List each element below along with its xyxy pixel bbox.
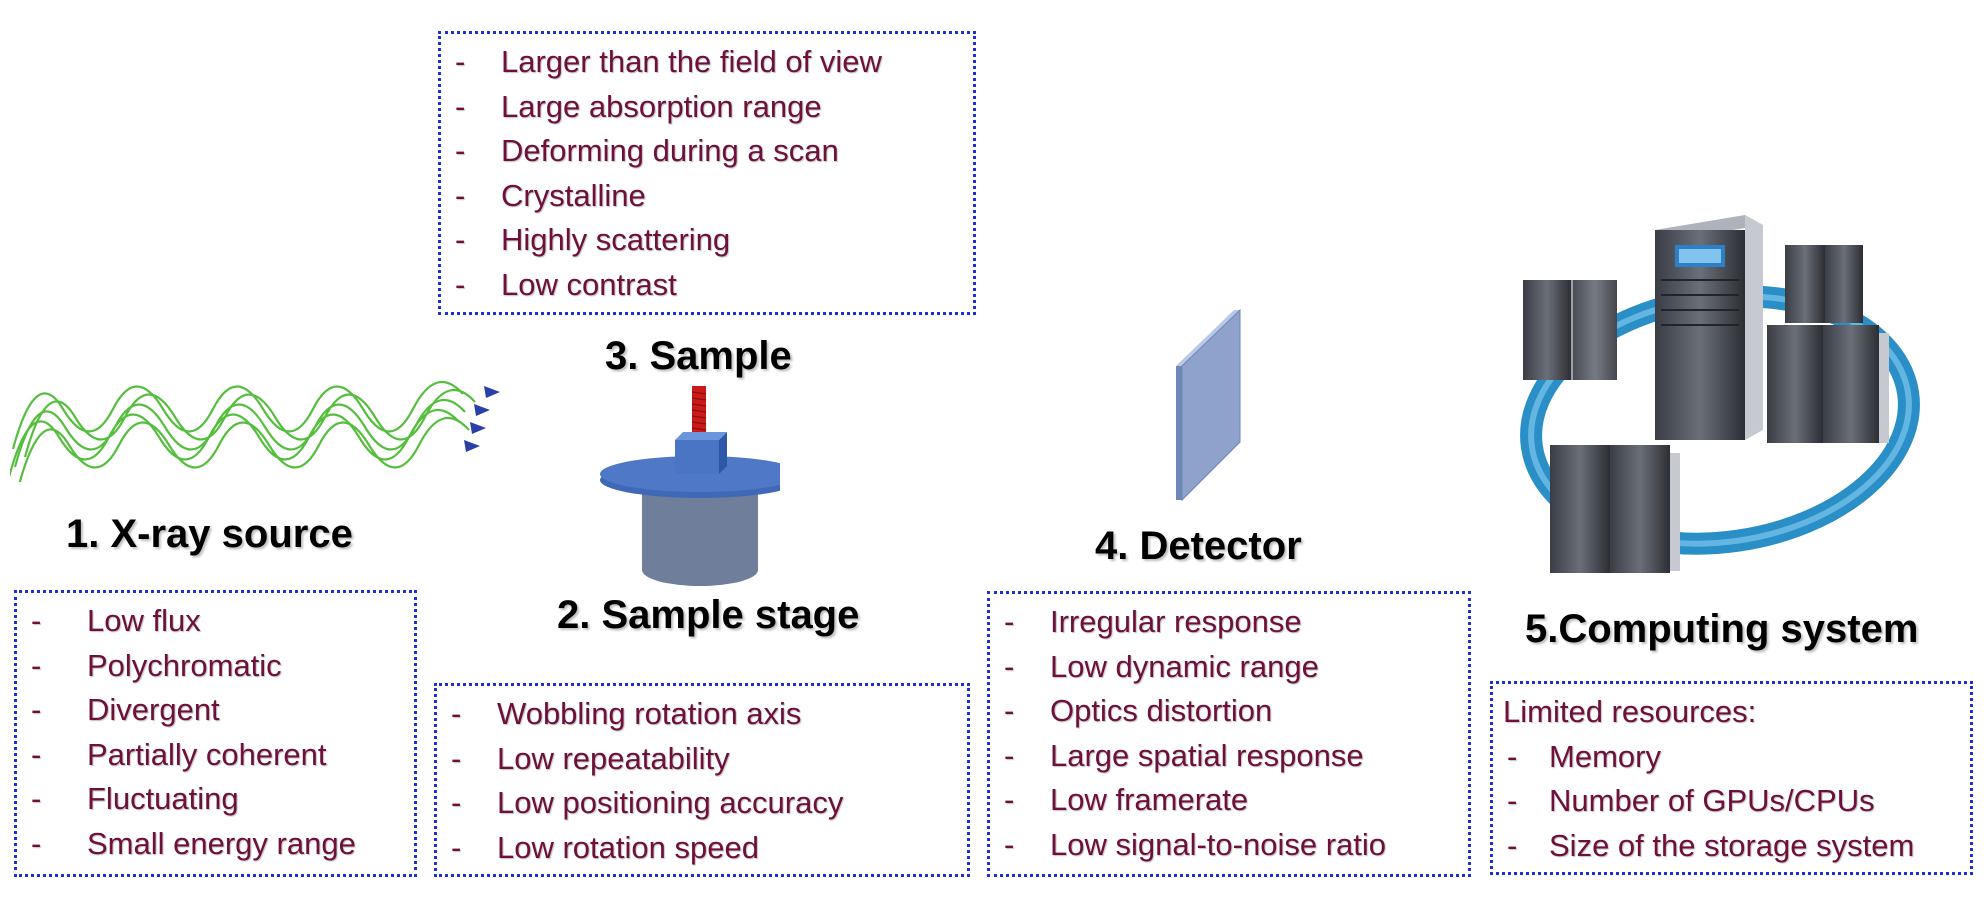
- list-item: -Size of the storage system: [1507, 827, 1915, 863]
- xray-wave-icon: [10, 381, 500, 482]
- sample-title: 3. Sample: [605, 334, 792, 378]
- detector-title: 4. Detector: [1095, 524, 1302, 568]
- list-item: -Large absorption range: [455, 88, 822, 124]
- list-item: -Small energy range: [31, 825, 356, 861]
- xray-source-title: 1. X-ray source: [66, 512, 353, 556]
- list-header: Limited resources:: [1503, 694, 1757, 729]
- list-item: -Number of GPUs/CPUs: [1507, 783, 1875, 818]
- detector-icon: [1176, 308, 1241, 502]
- list-item: -Polychromatic: [31, 647, 282, 683]
- sample-stage-box: -Wobbling rotation axis -Low repeatabili…: [434, 683, 970, 877]
- list-item: -Large spatial response: [1004, 737, 1364, 773]
- list-item: -Fluctuating: [31, 781, 239, 816]
- computing-system-title: 5.Computing system: [1525, 607, 1919, 651]
- list-item: -Highly scattering: [455, 222, 731, 257]
- list-item: -Low framerate: [1004, 782, 1249, 817]
- list-item: -Partially coherent: [31, 736, 327, 772]
- list-item: -Crystalline: [455, 177, 646, 213]
- list-item: -Memory: [1507, 738, 1661, 774]
- list-item: -Irregular response: [1004, 604, 1302, 639]
- detector-box: -Irregular response -Low dynamic range -…: [987, 591, 1471, 877]
- list-item: -Low repeatability: [451, 740, 730, 776]
- list-item: -Low dynamic range: [1004, 648, 1319, 684]
- sample-stage-icon: [600, 386, 780, 586]
- list-item: -Divergent: [31, 692, 220, 727]
- list-item: -Deforming during a scan: [455, 133, 839, 168]
- list-item: -Low rotation speed: [451, 829, 759, 865]
- sample-box: -Larger than the field of view -Large ab…: [438, 31, 976, 315]
- list-item: -Low contrast: [455, 266, 677, 302]
- computing-system-box: Limited resources: -Memory -Number of GP…: [1490, 681, 1973, 875]
- sample-stage-title: 2. Sample stage: [557, 593, 860, 637]
- list-item: -Optics distortion: [1004, 693, 1273, 728]
- list-item: -Low flux: [31, 603, 201, 638]
- server-cluster-icon: [1520, 215, 1920, 573]
- list-item: -Wobbling rotation axis: [451, 696, 802, 731]
- list-item: -Low positioning accuracy: [451, 785, 844, 820]
- list-item: -Low signal-to-noise ratio: [1004, 826, 1387, 862]
- list-item: -Larger than the field of view: [455, 44, 882, 79]
- xray-source-box: -Low flux -Polychromatic -Divergent -Par…: [14, 590, 417, 877]
